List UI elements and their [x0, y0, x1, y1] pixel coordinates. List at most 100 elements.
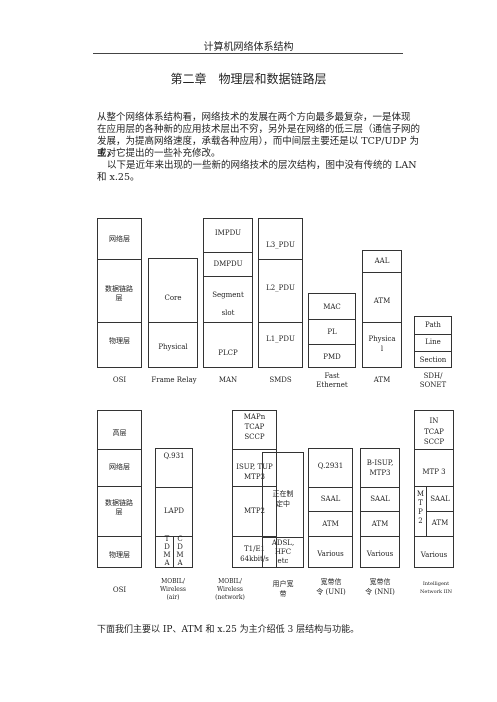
fast-ethernet-column: MAC PL PMD: [308, 293, 356, 368]
intro-line: 从整个网络体系结构看，网络技术的发展在两个方向最多最复杂，一是体现: [97, 112, 411, 123]
ss7-mtp2: MTP2: [244, 507, 265, 515]
caption-user-broadband: 带: [279, 590, 287, 598]
broadband-uni-column: Q.2931 SAAL ATM Various: [308, 448, 353, 568]
ss7-mtp3: MTP3: [244, 473, 265, 481]
adsl-hfc: etc: [277, 557, 289, 565]
ss7-sccp: SCCP: [244, 433, 265, 441]
page-header: 计算机网络体系结构: [203, 42, 294, 53]
cdma: C: [177, 535, 183, 543]
header-rule: [93, 53, 403, 54]
man-column: IMPDU DMPDU Segment slot PLCP: [203, 218, 253, 368]
divider: [149, 322, 197, 323]
nni-bisup: B-ISUP,: [366, 459, 394, 467]
uni-atm: ATM: [322, 520, 339, 528]
in-in: IN: [429, 417, 439, 425]
ss7-mapn: MAPn: [243, 413, 266, 421]
nni-mtp3: MTP3: [369, 469, 391, 477]
divider: [415, 351, 451, 352]
caption-man: MAN: [218, 376, 238, 384]
caption-mobile-network: (network): [215, 594, 245, 601]
caption-smds: SMDS: [269, 376, 292, 384]
tdma: T: [164, 535, 170, 543]
under-development: 正在制: [272, 490, 294, 498]
caption-mobile-air: (air): [166, 594, 180, 601]
in-mtp2: M: [416, 490, 425, 498]
osi-column-2: 高层 网络层 数据链路层 物理层: [97, 410, 142, 568]
divider: [415, 536, 453, 537]
uni-saal: SAAL: [320, 495, 341, 503]
smds-column: L3_PDU L2_PDU L1_PDU: [258, 218, 303, 368]
divider: [259, 259, 302, 260]
divider: [361, 487, 399, 488]
man-impdu: IMPDU: [214, 229, 242, 237]
man-slot: slot: [221, 309, 235, 317]
intro-line: 和 x.25。: [97, 172, 140, 183]
man-segment: Segment: [212, 291, 244, 299]
divider: [309, 511, 352, 512]
divider: [415, 334, 451, 335]
divider: [156, 487, 192, 488]
caption-mobile-network: Wireless: [216, 586, 244, 593]
cdma: D: [177, 543, 183, 551]
caption-user-broadband: 用户宽: [272, 580, 294, 588]
chapter-title: 第二章 物理层和数据链路层: [170, 72, 327, 86]
divider: [415, 449, 453, 450]
osi-physical-layer: 物理层: [109, 551, 130, 559]
divider: [98, 259, 141, 260]
intro-line: 发展，为提高网络速度，承载各种应用），而中间层主要还是以 TCP/UDP 为主，: [97, 136, 420, 159]
man-plcp: PLCP: [218, 349, 238, 357]
divider: [309, 319, 355, 320]
divider: [204, 322, 252, 323]
osi-network-layer: 网络层: [109, 235, 130, 243]
smds-l1-pdu: L1_PDU: [266, 335, 295, 343]
caption-mobile-air: Wireless: [159, 586, 187, 593]
mobile-air-column: Q.931 LAPD T D M A C D M A: [155, 448, 193, 568]
fr-core: Core: [164, 294, 182, 302]
osi-network-layer: 网络层: [109, 463, 130, 471]
lapd: LAPD: [163, 507, 185, 515]
nni-saal: SAAL: [370, 495, 390, 503]
divider: [98, 536, 141, 537]
ss7-t1-e1: T1/E1: [243, 545, 266, 553]
divider: [363, 322, 401, 323]
divider: [173, 536, 174, 567]
uni-various: Various: [317, 550, 344, 558]
caption-broadband-uni: 宽带信: [320, 578, 342, 586]
in-mtp2: P: [418, 508, 423, 516]
smds-l2-pdu: L2_PDU: [266, 284, 295, 292]
osi-column: 网络层 数据链路层 物理层: [97, 218, 142, 368]
divider: [309, 487, 352, 488]
caption-sdh-sonet: SONET: [419, 381, 447, 389]
divider: [233, 536, 276, 537]
fe-pmd: PMD: [323, 353, 341, 361]
tdma: M: [163, 551, 171, 559]
caption-osi: OSI: [112, 376, 127, 384]
caption-broadband-nni: 令 (NNI): [365, 588, 395, 596]
smds-l3-pdu: L3_PDU: [266, 241, 295, 249]
man-dmpdu: DMPDU: [213, 260, 243, 268]
cdma: M: [176, 551, 184, 559]
sonet-path: Path: [425, 321, 441, 329]
divider: [309, 536, 352, 537]
in-sccp: SCCP: [423, 438, 445, 446]
in-mtp2: 2: [418, 517, 423, 525]
divider: [361, 511, 399, 512]
caption-atm: ATM: [373, 376, 391, 384]
caption-broadband-uni: 令 (UNI): [316, 588, 346, 596]
adsl-hfc: HFC: [274, 548, 292, 556]
in-various: Various: [420, 551, 448, 559]
in-mtp2: T: [418, 499, 423, 507]
atm-atm: ATM: [373, 297, 391, 305]
fr-physical: Physical: [158, 343, 188, 351]
under-development: 定中: [276, 500, 290, 508]
sonet-column: Path Line Section: [414, 316, 452, 368]
nni-atm: ATM: [371, 520, 389, 528]
cdma: A: [177, 559, 183, 567]
caption-intelligent-network: Network IIN: [420, 589, 452, 595]
divider: [233, 486, 276, 487]
divider: [233, 449, 276, 450]
intro-line: 以下是近年来出现的一些新的网络技术的层次结构，图中没有传统的 LAN: [107, 160, 417, 171]
atm-physical: Physica: [368, 335, 396, 343]
q931: Q.931: [163, 452, 185, 460]
intelligent-network-column: IN TCAP SCCP MTP 3 M T P 2 SAAL ATM Vari…: [414, 410, 454, 568]
